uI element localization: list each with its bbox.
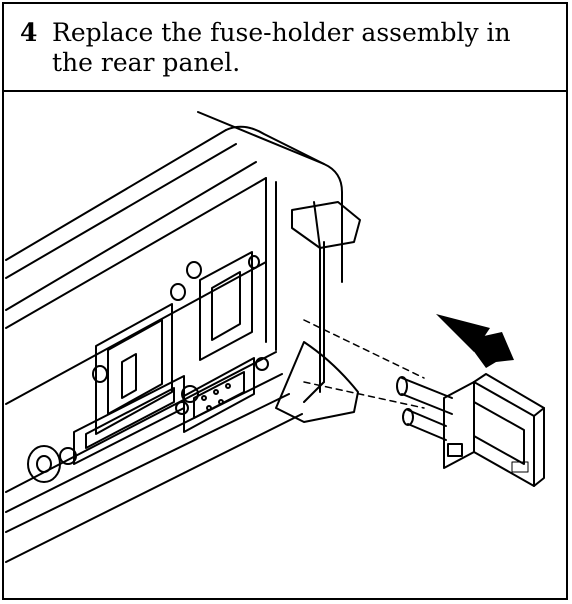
step-text-line-1: Replace the fuse-holder assembly in [52, 18, 511, 47]
fuse-slot [186, 251, 260, 361]
step-instruction: 4 Replace the fuse-holder assembly in th… [20, 18, 540, 78]
guide-lines [303, 319, 425, 409]
step-header: 4 Replace the fuse-holder assembly in th… [4, 4, 566, 92]
db9-connector [175, 357, 269, 433]
fuse-holder-module [396, 373, 545, 487]
gpib-connector [59, 375, 199, 465]
fuse-holder-illustration [4, 92, 566, 598]
bnc-connector [27, 445, 61, 483]
power-inlet [92, 283, 186, 435]
rear-bumper [275, 201, 361, 423]
instruction-card: 4 Replace the fuse-holder assembly in th… [2, 2, 568, 600]
step-number: 4 [20, 18, 38, 47]
insert-arrow-icon [436, 314, 514, 368]
step-text-line-2: the rear panel. [52, 48, 241, 77]
chassis-body [5, 111, 343, 563]
